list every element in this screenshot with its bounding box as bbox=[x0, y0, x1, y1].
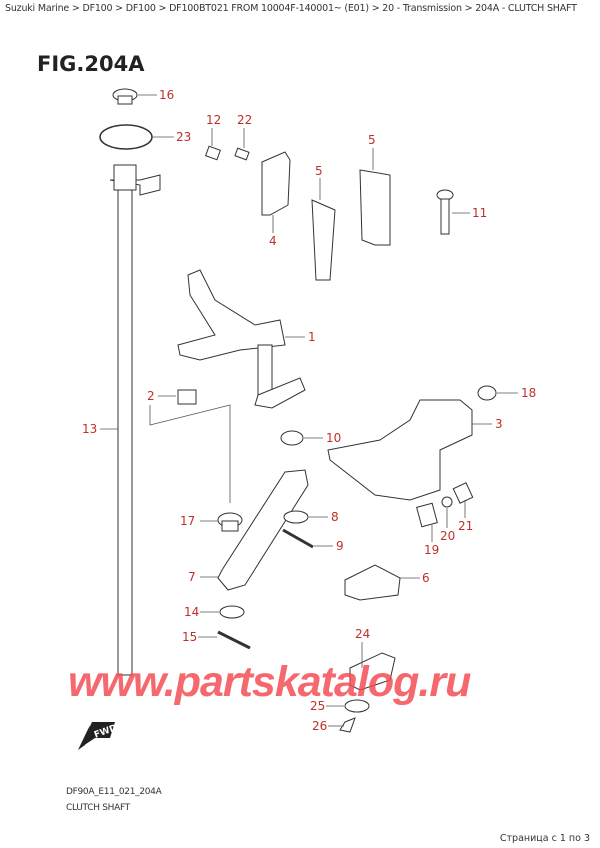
part-24-cover[interactable]: 24 bbox=[349, 627, 396, 691]
svg-text:23: 23 bbox=[176, 130, 191, 144]
svg-text:7: 7 bbox=[188, 570, 196, 584]
svg-text:5: 5 bbox=[368, 133, 376, 147]
figure-name: CLUTCH SHAFT bbox=[66, 803, 130, 813]
svg-text:16: 16 bbox=[159, 88, 174, 102]
part-26-clip[interactable]: 26 bbox=[312, 717, 356, 733]
svg-text:10: 10 bbox=[326, 431, 341, 445]
svg-text:19: 19 bbox=[424, 543, 439, 557]
svg-text:21: 21 bbox=[458, 519, 473, 533]
figure-code: DF90A_E11_021_204A bbox=[66, 787, 162, 797]
part-1-lever[interactable]: 1 bbox=[177, 269, 316, 409]
fwd-arrow-icon: FWD bbox=[78, 722, 119, 750]
svg-text:24: 24 bbox=[355, 627, 370, 641]
svg-text:1: 1 bbox=[308, 330, 316, 344]
part-14-washer[interactable]: 14 bbox=[184, 605, 245, 619]
watermark: www.partskatalog.ru bbox=[68, 658, 471, 706]
part-13-clutch-shaft[interactable]: 13 bbox=[82, 164, 161, 676]
svg-text:26: 26 bbox=[312, 719, 327, 733]
svg-text:17: 17 bbox=[180, 514, 195, 528]
part-23-circlip[interactable]: 23 bbox=[99, 124, 191, 150]
svg-text:15: 15 bbox=[182, 630, 197, 644]
part-16-plug[interactable]: 16 bbox=[112, 88, 174, 105]
svg-text:25: 25 bbox=[310, 699, 325, 713]
part-5-clamp-right[interactable]: 5 bbox=[359, 133, 391, 246]
svg-text:2: 2 bbox=[147, 389, 155, 403]
svg-text:22: 22 bbox=[237, 113, 252, 127]
svg-text:18: 18 bbox=[521, 386, 536, 400]
breadcrumb[interactable]: Suzuki Marine > DF100 > DF100 > DF100BT0… bbox=[5, 3, 577, 14]
part-6-grommet[interactable]: 6 bbox=[344, 564, 430, 601]
part-12-bolt[interactable]: 12 bbox=[205, 113, 222, 161]
part-10-bushing[interactable]: 10 bbox=[280, 430, 341, 446]
part-18-plug[interactable]: 18 bbox=[477, 385, 536, 401]
svg-text:6: 6 bbox=[422, 571, 430, 585]
page-indicator: Страница с 1 по 3 bbox=[499, 833, 590, 844]
part-2-clip[interactable]: 2 bbox=[147, 389, 197, 405]
part-17-bushing[interactable]: 17 bbox=[180, 512, 243, 532]
part-5-clamp-left[interactable]: 5 bbox=[311, 164, 336, 281]
part-8-washer[interactable]: 8 bbox=[283, 510, 339, 524]
part-21-spring[interactable]: 21 bbox=[452, 482, 474, 533]
part-9-cotter-pin[interactable]: 9 bbox=[282, 528, 344, 553]
svg-text:8: 8 bbox=[331, 510, 339, 524]
svg-text:14: 14 bbox=[184, 605, 199, 619]
part-15-cotter-pin[interactable]: 15 bbox=[182, 630, 251, 650]
part-20-ball[interactable]: 20 bbox=[440, 496, 455, 543]
part-4-plate[interactable]: 4 bbox=[261, 151, 291, 248]
part-3-bracket[interactable]: 3 bbox=[327, 399, 503, 501]
svg-text:3: 3 bbox=[495, 417, 503, 431]
svg-text:5: 5 bbox=[315, 164, 323, 178]
part-7-rod[interactable]: 7 bbox=[188, 469, 309, 591]
figure-title: FIG.204A bbox=[37, 52, 145, 76]
svg-text:20: 20 bbox=[440, 529, 455, 543]
part-25-washer[interactable]: 25 bbox=[310, 699, 370, 713]
svg-text:13: 13 bbox=[82, 422, 97, 436]
svg-text:9: 9 bbox=[336, 539, 344, 553]
part-22-screw[interactable]: 22 bbox=[234, 113, 252, 161]
svg-text:12: 12 bbox=[206, 113, 221, 127]
svg-text:11: 11 bbox=[472, 206, 487, 220]
part-19-sleeve[interactable]: 19 bbox=[416, 502, 440, 557]
part-11-bolt[interactable]: 11 bbox=[436, 189, 487, 235]
svg-text:4: 4 bbox=[269, 234, 277, 248]
